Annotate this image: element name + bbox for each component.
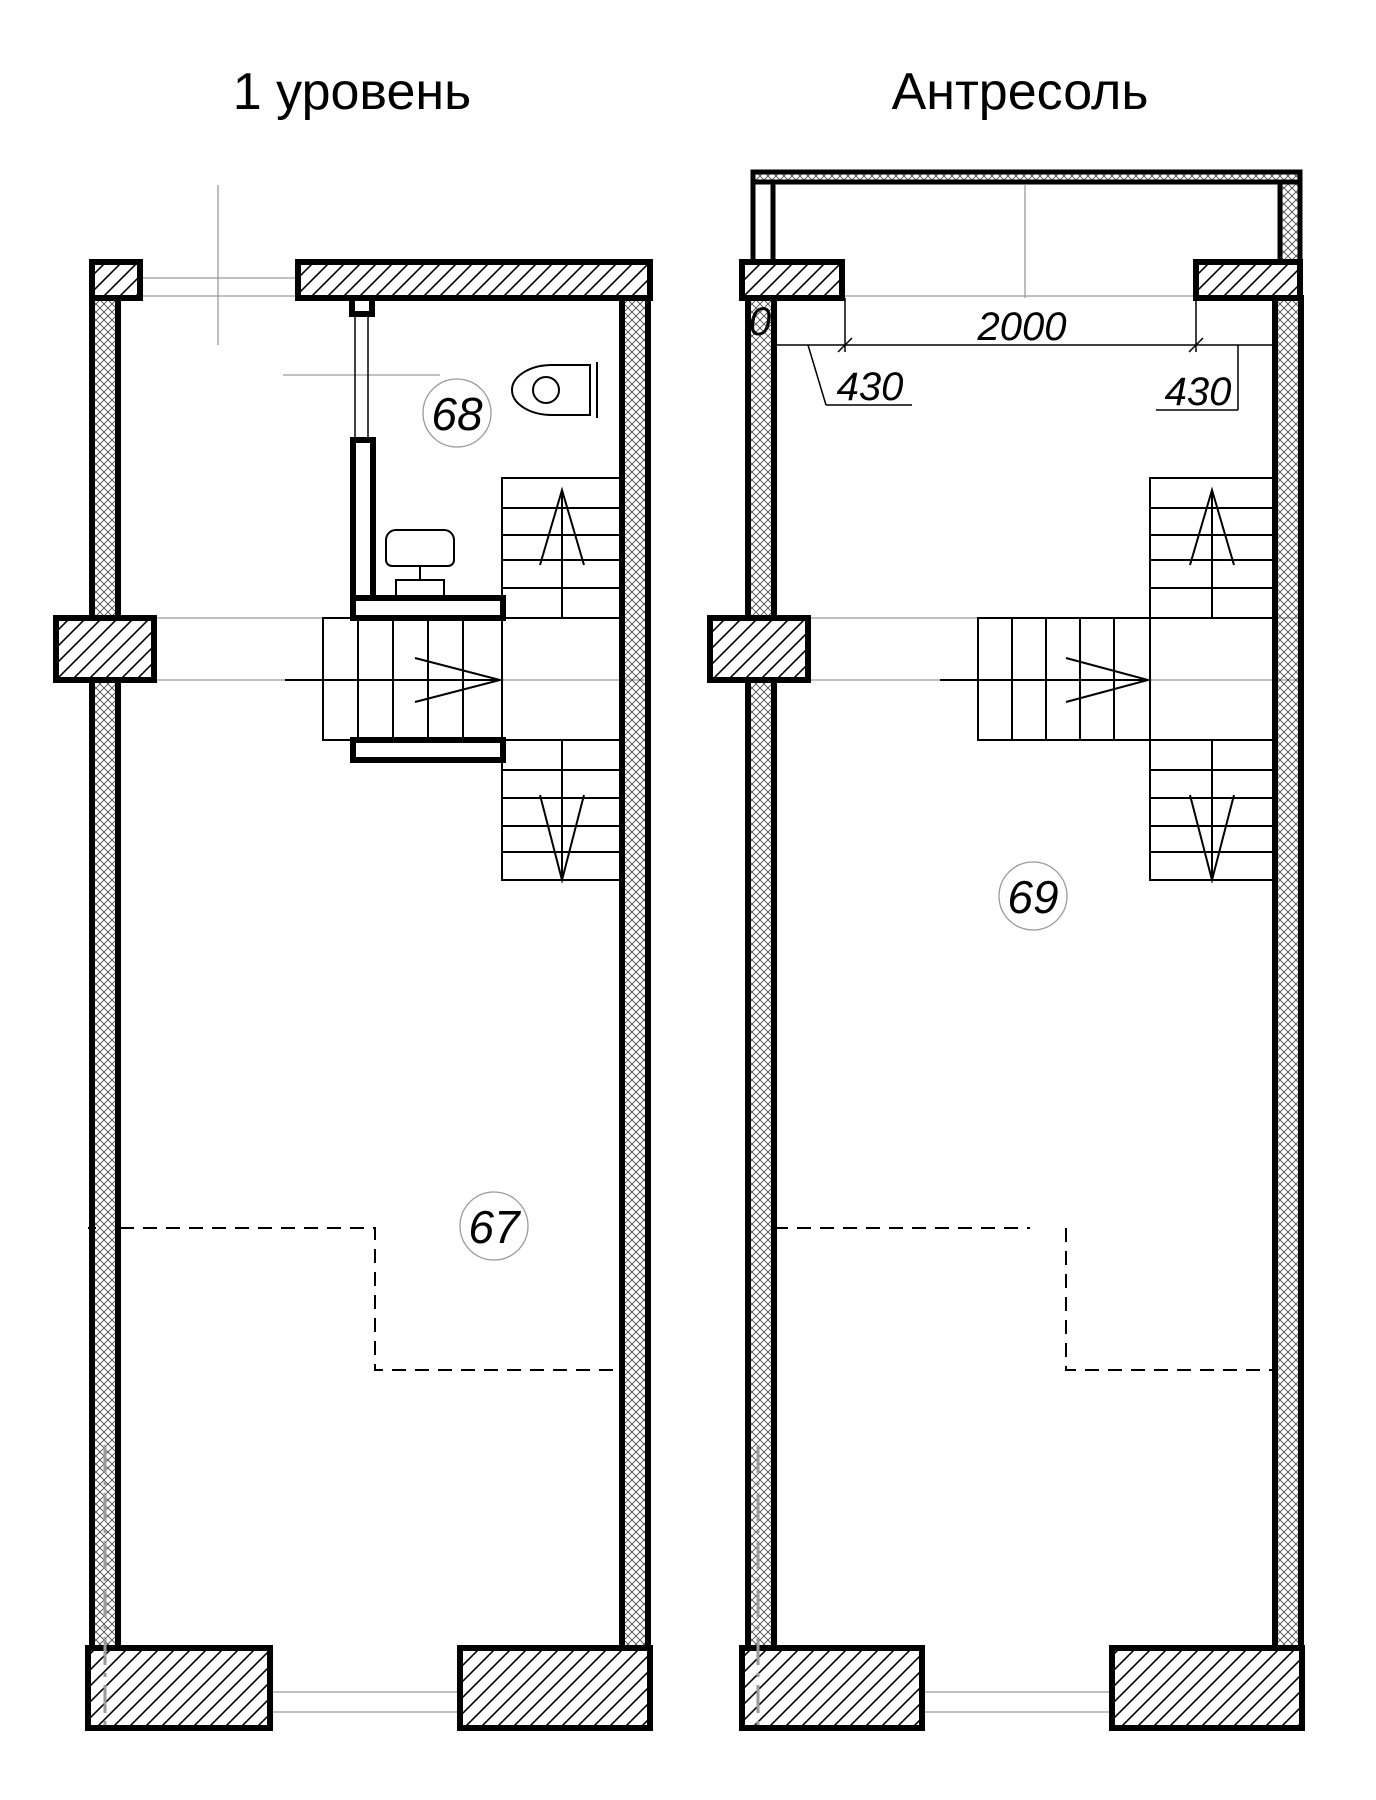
mezzanine-title: Антресоль	[891, 63, 1149, 121]
balcony-rail	[750, 169, 1303, 185]
column	[53, 615, 157, 683]
wall-bottom-left	[85, 1645, 273, 1731]
wall-right	[619, 295, 651, 1651]
dimension-430-right: 430	[1165, 370, 1232, 414]
wall-bottom-right	[457, 1645, 653, 1731]
dimension-2000: 2000	[977, 305, 1067, 349]
plan-level-1: 68 67	[53, 185, 653, 1731]
wall-bottom-left-right-plan	[739, 1645, 925, 1731]
room-marker-67	[459, 1191, 529, 1261]
dimension-430-left: 430	[837, 365, 904, 409]
mezzanine-opening-outline	[774, 1227, 1275, 1371]
wall-top-right-right-plan	[1193, 259, 1303, 301]
room-marker-68	[422, 378, 492, 448]
toilet-icon	[511, 362, 598, 418]
wall-right-right-plan	[1272, 295, 1304, 1651]
balcony-side-right	[1277, 179, 1303, 265]
room-label-69: 69	[1007, 871, 1058, 923]
wall-top-right	[295, 259, 653, 301]
plan-mezzanine: 2000 430 430 0	[707, 169, 1305, 1731]
wall-left-upper-right-plan	[745, 295, 777, 621]
mezzanine-outline	[120, 1227, 622, 1371]
room-marker-69	[998, 861, 1068, 931]
guide-lines-right	[810, 185, 1302, 1713]
dimension-line	[774, 298, 1275, 411]
dimension-fragment: 0	[749, 300, 771, 344]
wall-top-left	[89, 259, 143, 301]
guide-lines	[140, 185, 650, 1713]
wall-bottom-right-right-plan	[1109, 1645, 1305, 1731]
staircase	[285, 477, 623, 884]
balcony-side-left	[750, 179, 776, 265]
wall-left-upper	[89, 295, 121, 621]
column-right-plan	[707, 615, 811, 683]
room-label-68: 68	[431, 388, 483, 440]
wall-top-left-right-plan	[739, 259, 845, 301]
wall-left-lower-right-plan	[745, 677, 777, 1651]
staircase-right	[940, 477, 1276, 884]
level-1-title: 1 уровень	[232, 63, 472, 121]
room-label-67: 67	[468, 1201, 521, 1253]
sink-icon	[385, 529, 455, 597]
